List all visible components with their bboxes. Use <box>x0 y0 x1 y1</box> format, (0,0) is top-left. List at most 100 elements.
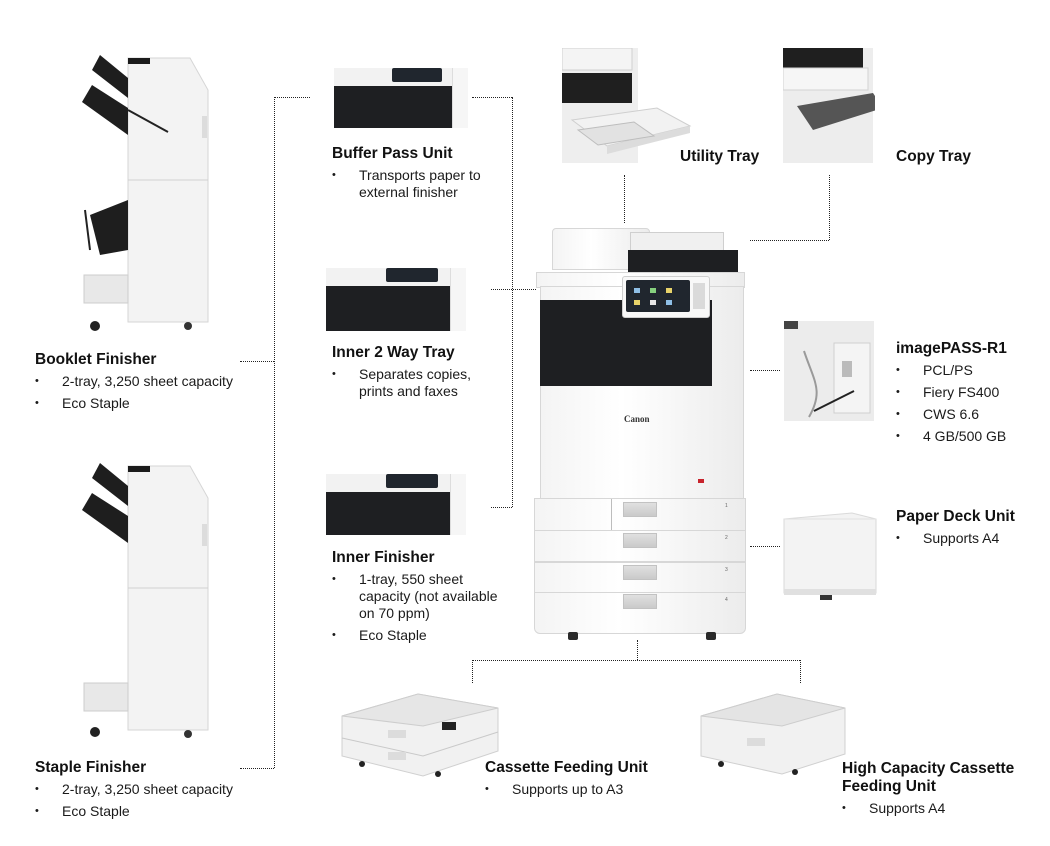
paper-deck-unit-illustration <box>783 512 877 600</box>
inner-2-way-tray-title: Inner 2 Way Tray <box>332 344 455 361</box>
drawer-number: 2 <box>725 535 728 541</box>
output-area <box>326 492 450 535</box>
staple-finisher-features: 2-tray, 3,250 sheet capacity Eco Staple <box>35 781 233 820</box>
drawer-4[interactable]: 4 <box>534 592 746 634</box>
copy-tray-illustration <box>783 48 875 163</box>
connector-line <box>240 768 274 769</box>
connector-line <box>829 175 830 240</box>
touch-screen <box>392 68 442 82</box>
feature-item: Separates copies, prints and faxes <box>332 366 499 400</box>
booklet-finisher-illustration <box>82 55 209 331</box>
inner-2-way-tray-image <box>326 268 466 331</box>
touch-screen <box>626 280 690 312</box>
connector-line <box>750 370 780 371</box>
high-capacity-cassette-feeding-unit-features: Supports A4 <box>842 800 1014 817</box>
booklet-finisher-features: 2-tray, 3,250 sheet capacity Eco Staple <box>35 373 233 412</box>
utility-tray-title: Utility Tray <box>680 148 760 165</box>
connector-line <box>472 97 512 98</box>
paper-deck-unit-features: Supports A4 <box>896 530 1015 547</box>
feature-item: Supports A4 <box>842 800 1014 817</box>
inner-2-way-tray-label: Inner 2 Way Tray Separates copies, print… <box>332 344 512 405</box>
feature-item: Transports paper to external finisher <box>332 167 499 201</box>
document-feeder <box>630 232 724 252</box>
inner-finisher-label: Inner Finisher 1-tray, 550 sheet capacit… <box>332 549 517 649</box>
feature-item: CWS 6.6 <box>896 406 1007 423</box>
utility-tray-illustration <box>562 48 692 163</box>
connector-line <box>637 640 638 660</box>
feature-item: Eco Staple <box>35 803 233 820</box>
cassette-feeding-unit-title: Cassette Feeding Unit <box>485 759 648 776</box>
imagepass-r1-features: PCL/PS Fiery FS400 CWS 6.6 4 GB/500 GB <box>896 362 1007 445</box>
feature-item: Supports up to A3 <box>485 781 648 798</box>
inner-finisher-features: 1-tray, 550 sheet capacity (not availabl… <box>332 571 517 644</box>
touch-screen <box>386 474 438 488</box>
connector-line <box>274 97 275 768</box>
drawer-1[interactable]: 1 <box>534 498 746 532</box>
feeder-output <box>628 250 738 272</box>
paper-deck-unit-label: Paper Deck Unit Supports A4 <box>896 508 1015 552</box>
drawer-number: 1 <box>725 503 728 509</box>
connector-line <box>491 507 512 508</box>
feature-item: Fiery FS400 <box>896 384 1007 401</box>
utility-tray-image <box>562 48 692 163</box>
staple-finisher-title: Staple Finisher <box>35 759 147 776</box>
booklet-finisher-image <box>80 50 215 335</box>
output-area <box>334 86 452 128</box>
cassette-feeding-unit-features: Supports up to A3 <box>485 781 648 798</box>
brand-logo: Canon <box>624 414 650 424</box>
connector-line <box>472 660 473 683</box>
foot <box>568 632 578 640</box>
paper-deck-unit-image <box>782 509 878 609</box>
connector-line <box>800 660 801 683</box>
feature-item: 2-tray, 3,250 sheet capacity <box>35 781 233 798</box>
staple-finisher-label: Staple Finisher 2-tray, 3,250 sheet capa… <box>35 759 233 825</box>
drawer-handle <box>623 502 657 517</box>
inner-finisher-image <box>326 474 466 535</box>
output-area <box>326 286 450 331</box>
feature-item: 4 GB/500 GB <box>896 428 1007 445</box>
control-panel <box>622 276 710 318</box>
imagepass-r1-image <box>784 321 874 421</box>
drawer-handle <box>623 533 657 548</box>
drawer-3[interactable]: 3 <box>534 562 746 594</box>
connector-line <box>512 97 513 507</box>
drawer-2[interactable]: 2 <box>534 530 746 562</box>
cassette-feeding-unit-label: Cassette Feeding Unit Supports up to A3 <box>485 759 648 803</box>
copy-tray-image <box>783 48 875 163</box>
connector-line <box>750 546 780 547</box>
imagepass-r1-label: imagePASS-R1 PCL/PS Fiery FS400 CWS 6.6 … <box>896 340 1007 450</box>
cassette-feeding-unit-illustration <box>341 693 499 777</box>
foot <box>706 632 716 640</box>
high-capacity-cassette-feeding-unit-title: High Capacity Cassette Feeding Unit <box>842 760 1015 795</box>
buffer-pass-unit-image <box>334 68 468 128</box>
connector-line <box>240 361 274 362</box>
connector-line <box>472 660 800 661</box>
feature-item: 2-tray, 3,250 sheet capacity <box>35 373 233 390</box>
booklet-finisher-title: Booklet Finisher <box>35 351 157 368</box>
booklet-finisher-label: Booklet Finisher 2-tray, 3,250 sheet cap… <box>35 351 233 417</box>
imagepass-r1-illustration <box>784 321 874 421</box>
connector-line <box>491 289 536 290</box>
buffer-pass-unit-features: Transports paper to external finisher <box>332 167 512 201</box>
copy-tray-title: Copy Tray <box>896 148 971 165</box>
touch-screen <box>386 268 438 282</box>
drawer-number: 4 <box>725 597 728 603</box>
connector-line <box>624 175 625 223</box>
high-capacity-cassette-illustration <box>700 693 846 775</box>
buffer-pass-unit-label: Buffer Pass Unit Transports paper to ext… <box>332 145 512 206</box>
imagepass-r1-title: imagePASS-R1 <box>896 340 1007 357</box>
feature-item: Eco Staple <box>332 627 517 644</box>
staple-finisher-illustration <box>82 463 209 738</box>
inner-2-way-tray-features: Separates copies, prints and faxes <box>332 366 512 400</box>
inner-finisher-title: Inner Finisher <box>332 549 435 566</box>
high-capacity-cassette-feeding-unit-label: High Capacity Cassette Feeding Unit Supp… <box>842 760 1014 822</box>
drawer-handle <box>623 565 657 580</box>
high-capacity-cassette-feeding-unit-image <box>697 686 847 778</box>
model-badge <box>698 479 704 483</box>
feature-item: Supports A4 <box>896 530 1015 547</box>
feature-item: PCL/PS <box>896 362 1007 379</box>
feature-item: Eco Staple <box>35 395 233 412</box>
main-printer-unit: Canon 1 2 3 4 <box>532 224 747 644</box>
drawer-number: 3 <box>725 567 728 573</box>
connector-line <box>750 240 829 241</box>
